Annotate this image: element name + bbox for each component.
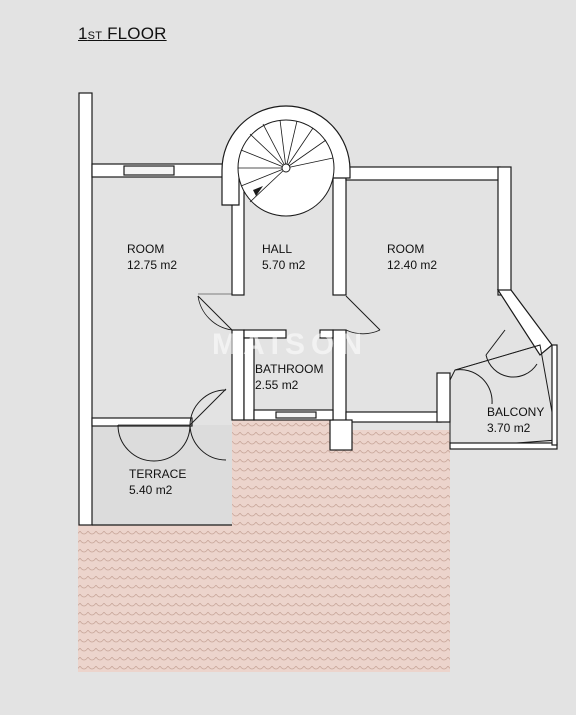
room-area: 3.70 m2 <box>487 421 531 435</box>
room-name: TERRACE <box>129 467 187 481</box>
room-name: BATHROOM <box>255 362 324 376</box>
floor-suffix: ST <box>87 30 103 42</box>
room-area: 5.70 m2 <box>262 258 306 272</box>
room-area: 12.40 m2 <box>387 258 438 272</box>
spiral-staircase <box>221 105 351 217</box>
doors <box>117 293 541 462</box>
room-name: ROOM <box>387 242 425 256</box>
room-name: HALL <box>262 242 293 256</box>
room-label-bathroom: BATHROOM 2.55 m2 <box>255 361 323 393</box>
terrace-floor <box>91 425 232 525</box>
room-label-hall: HALL 5.70 m2 <box>262 241 305 273</box>
room-label-terrace: TERRACE 5.40 m2 <box>129 466 186 498</box>
floor-label: FLOOR <box>107 24 167 43</box>
room-label-right: ROOM 12.40 m2 <box>387 241 437 273</box>
room-name: ROOM <box>127 242 165 256</box>
room-label-left: ROOM 12.75 m2 <box>127 241 177 273</box>
room-area: 12.75 m2 <box>127 258 178 272</box>
floor-number: 1 <box>78 24 88 43</box>
room-name: BALCONY <box>487 405 545 419</box>
roof-tiles <box>78 420 450 672</box>
room-label-balcony: BALCONY 3.70 m2 <box>487 404 544 436</box>
room-area: 5.40 m2 <box>129 483 173 497</box>
room-area: 2.55 m2 <box>255 378 299 392</box>
watermark: MAISON <box>212 328 368 361</box>
floor-title: 1ST FLOOR <box>78 24 167 44</box>
